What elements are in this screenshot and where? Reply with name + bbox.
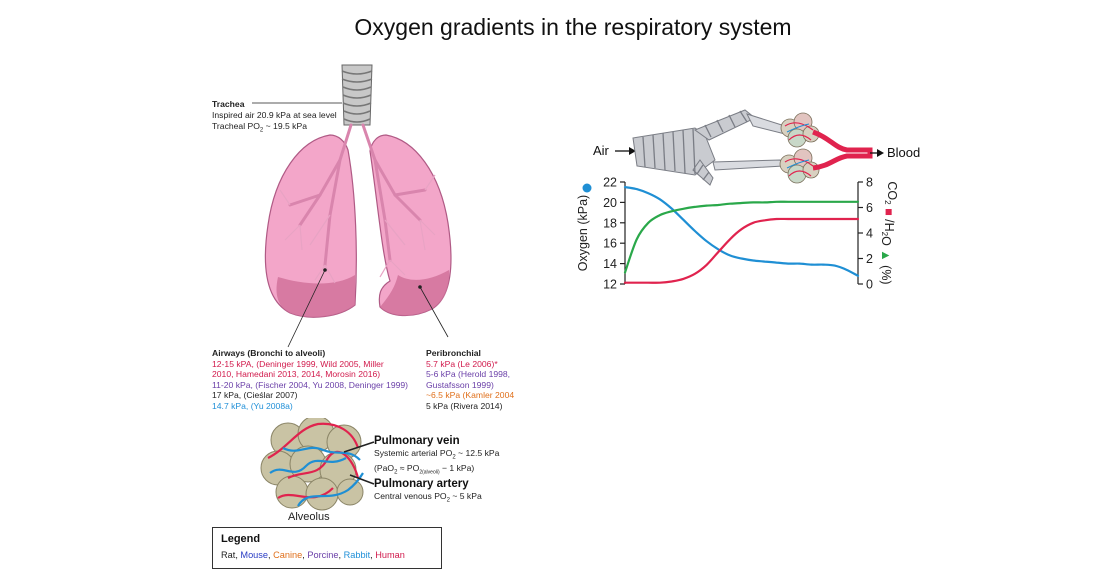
legend-item-human: Human [375,550,405,560]
trachea-po2: Tracheal PO2 ~ 19.5 kPa [212,121,307,134]
central-venous-po2: Central venous PO2 ~ 5 kPa [374,491,482,504]
pulmonary-artery-title: Pulmonary artery [374,478,469,490]
left-axis-tick-label: 14 [603,257,617,271]
left-axis-label-group: Oxygen (kPa) [576,195,590,271]
airways-heading: Airways (Bronchi to alveoli) [212,348,326,358]
peribronchial-block: Peribronchial 5.7 kPa (Le 2006)* 5-6 kPa… [426,348,514,412]
airways-line: 11-20 kPa, (Fischer 2004, Yu 2008, Denin… [212,379,409,390]
left-axis-tick-label: 22 [603,176,617,190]
page-title: Oxygen gradients in the respiratory syst… [354,14,792,40]
peribronchial-line: Gustafsson 1999) [426,379,494,390]
lung-illustration [252,64,452,348]
blood-vessel-icon [812,129,873,171]
peribronchial-line: 5.7 kPa (Le 2006)* [426,358,498,369]
oxygen-series-line [623,186,860,277]
right-axis-label-group: CO2 ■ /H2O ▲ (%) [879,181,899,284]
airway-tube-icon [632,109,786,186]
pulmonary-artery-block: Pulmonary artery Central venous PO2 ~ 5 … [374,477,482,506]
peribronchial-line: 5 kPa (Rivera 2014) [426,400,503,411]
left-axis-tick-label: 20 [603,196,617,210]
legend-items: Rat, Mouse, Canine, Porcine, Rabbit, Hum… [221,550,405,560]
legend-item-canine: Canine [273,550,303,560]
right-axis-tick-label: 4 [866,227,873,241]
airways-block: Airways (Bronchi to alveoli) 12-15 kPA, … [212,348,408,412]
airways-line: 2010, Hamedani 2013, 2014, Morosin 2016) [212,369,381,380]
airways-line: 14.7 kPa, (Yu 2008a) [212,400,293,411]
pulmonary-vein-block: Pulmonary vein Systemic arterial PO2 ~ 1… [374,434,499,479]
air-label: Air [593,143,610,158]
systemic-arterial-po2: Systemic arterial PO2 ~ 12.5 kPa [374,448,500,461]
right-axis-tick-label: 6 [866,201,873,215]
pulmonary-vein-title: Pulmonary vein [374,435,460,447]
airways-line: 12-15 kPA, (Deninger 1999, Wild 2005, Mi… [212,358,384,369]
blood-arrow-icon [877,149,884,157]
right-axis-label: CO2 ■ /H2O ▲ (%) [879,181,899,284]
left-axis-tick-label: 16 [603,237,617,251]
h2o-series-line [623,200,860,274]
airway-schematic: Air Blood [593,109,920,186]
airways-line: 17 kPa, (Cieślar 2007) [212,390,298,401]
pao2-approximation: (PaO2 ≈ PO2(alveoli) − 1 kPa) [374,463,475,477]
left-axis-label: Oxygen (kPa) [576,195,590,271]
trachea-inspired-air: Inspired air 20.9 kPa at sea level [212,110,337,120]
trachea-heading: Trachea [212,99,245,109]
right-axis-tick-label: 8 [866,176,873,190]
left-axis-tick-label: 18 [603,216,617,230]
trachea-icon [341,64,373,126]
right-axis-tick-label: 0 [866,278,873,292]
peribronchial-line: 5-6 kPa (Herold 1998, [426,369,511,380]
legend-box [212,527,442,569]
co2-series-line [623,217,860,284]
legend-item-rat: Rat [221,550,236,560]
legend-item-porcine: Porcine [307,550,339,560]
legend-title: Legend [221,533,261,545]
peribronchial-heading: Peribronchial [426,348,481,358]
alveolus-label: Alveolus [288,511,330,523]
alveolus-pointer-lines [343,441,375,485]
right-axis-tick-label: 2 [866,252,873,266]
left-axis-tick-label: 12 [603,278,617,292]
oxygen-marker-icon [582,183,592,193]
blood-label: Blood [887,145,920,160]
legend-item-mouse: Mouse [240,550,268,560]
legend-item-rabbit: Rabbit [343,550,371,560]
peribronchial-line: ~6.5 kPa (Kamler 2004 [426,390,515,401]
